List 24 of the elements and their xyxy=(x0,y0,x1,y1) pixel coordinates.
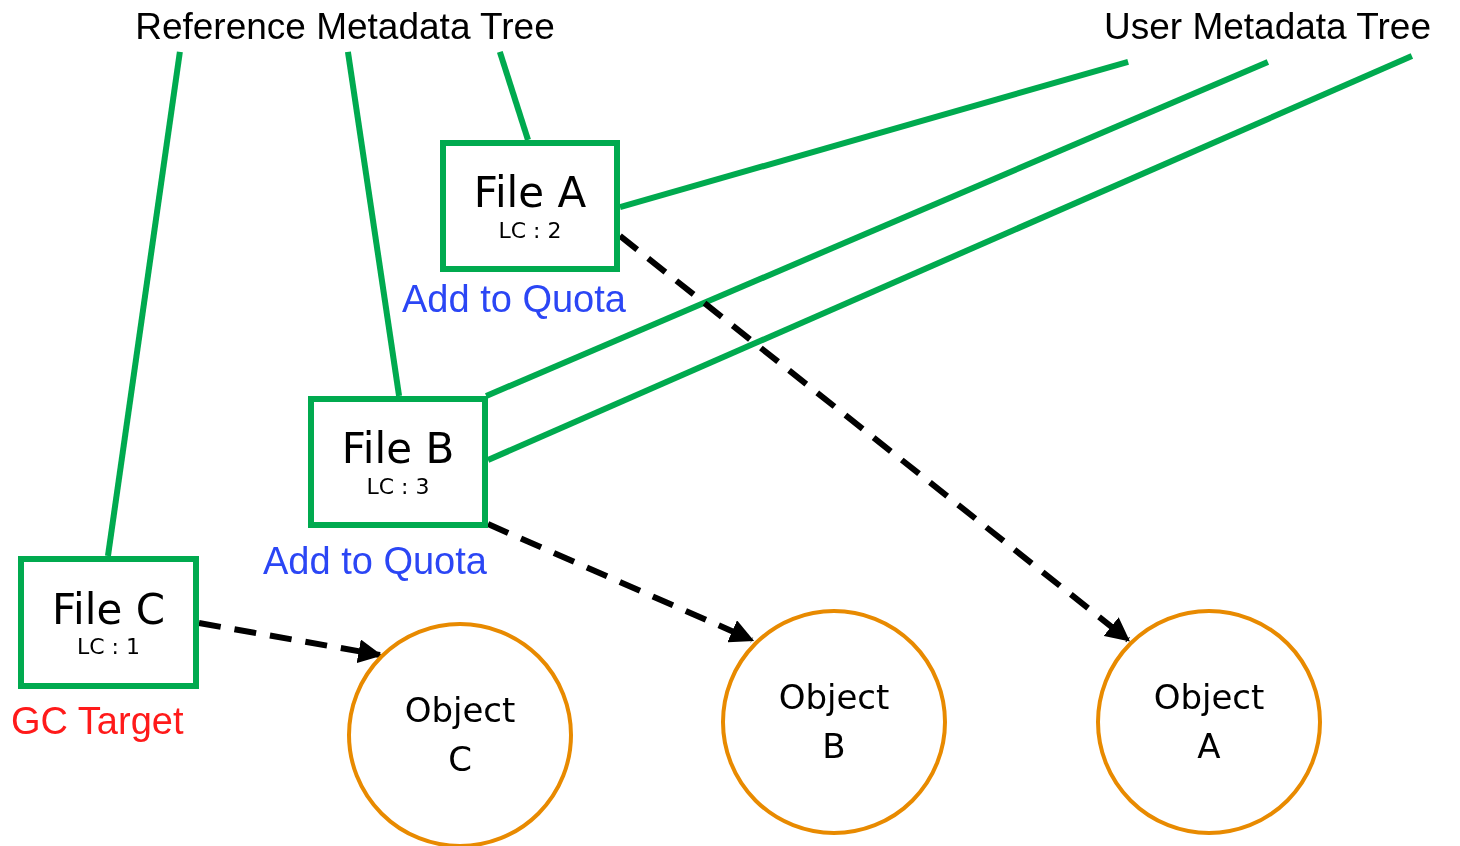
object-label: Object B xyxy=(777,675,891,768)
object-label: Object C xyxy=(403,688,517,781)
arrow xyxy=(486,521,755,643)
tree-label: User Metadata Tree xyxy=(1104,6,1431,48)
connector-line xyxy=(619,59,1129,210)
connector-line xyxy=(485,59,1270,399)
file-name: File A xyxy=(473,169,587,218)
object-label: Object A xyxy=(1152,675,1266,768)
connector-line xyxy=(497,50,531,141)
link-count: LC : 2 xyxy=(498,217,562,243)
connector-line xyxy=(344,51,403,397)
arrow xyxy=(198,620,383,664)
file-box xyxy=(440,140,620,272)
file-box xyxy=(308,396,488,528)
status-note: GC Target xyxy=(11,700,184,743)
link-count: LC : 1 xyxy=(77,634,140,660)
file-name: File B xyxy=(341,425,455,474)
link-count: LC : 3 xyxy=(366,473,430,499)
file-box xyxy=(18,556,199,689)
file-name: File C xyxy=(52,585,165,635)
connector-line xyxy=(105,51,183,557)
status-note: Add to Quota xyxy=(402,278,626,321)
tree-label: Reference Metadata Tree xyxy=(135,6,555,48)
status-note: Add to Quota xyxy=(263,540,487,583)
